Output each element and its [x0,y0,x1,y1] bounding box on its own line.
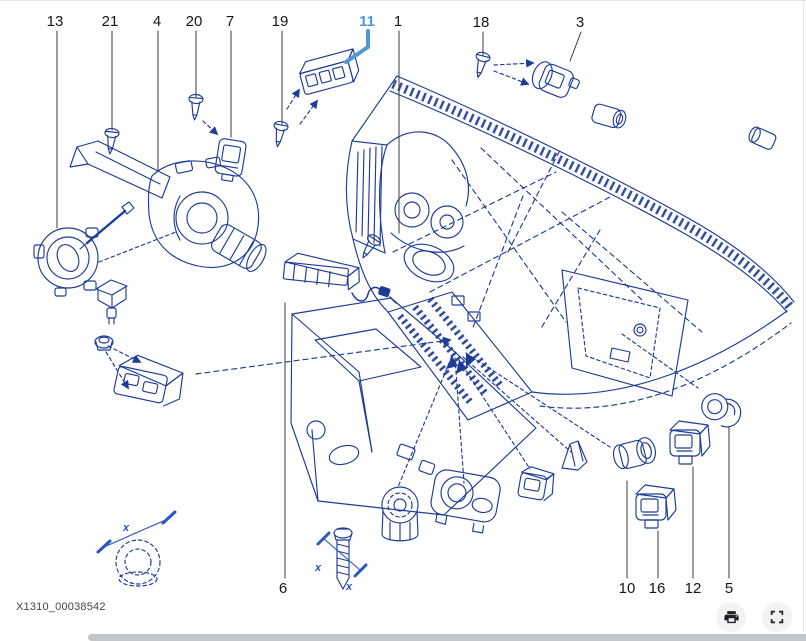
viewer-top-border [0,0,806,1]
callout-19[interactable]: 19 [272,13,289,30]
viewer-right-border [803,0,804,632]
printer-icon [723,609,740,626]
callout-line-11 [344,29,370,64]
callout-1[interactable]: 1 [394,13,402,30]
callout-3[interactable]: 3 [576,14,584,31]
callout-11[interactable]: 11 [359,13,375,30]
figure-code: X1310_00038542 [16,601,106,613]
callout-line-3 [569,31,582,62]
callout-16[interactable]: 16 [649,580,666,597]
dashboard-line-art [33,48,795,590]
callout-13[interactable]: 13 [47,13,64,30]
callout-12[interactable]: 12 [685,580,702,597]
callout-4[interactable]: 4 [153,13,161,30]
callout-6[interactable]: 6 [279,580,287,597]
callout-10[interactable]: 10 [619,580,636,597]
dimension-mark-1: x [122,522,130,534]
fullscreen-icon [769,609,785,625]
callout-20[interactable]: 20 [186,13,203,30]
callout-21[interactable]: 21 [102,13,119,30]
callout-7[interactable]: 7 [226,13,234,30]
callout-5[interactable]: 5 [725,580,733,597]
callout-18[interactable]: 18 [473,14,490,31]
print-button[interactable] [716,602,746,632]
horizontal-scrollbar[interactable] [88,634,806,641]
fullscreen-button[interactable] [762,602,792,632]
dimension-mark-2: x [314,562,322,574]
dimension-mark-3: x [345,581,353,593]
